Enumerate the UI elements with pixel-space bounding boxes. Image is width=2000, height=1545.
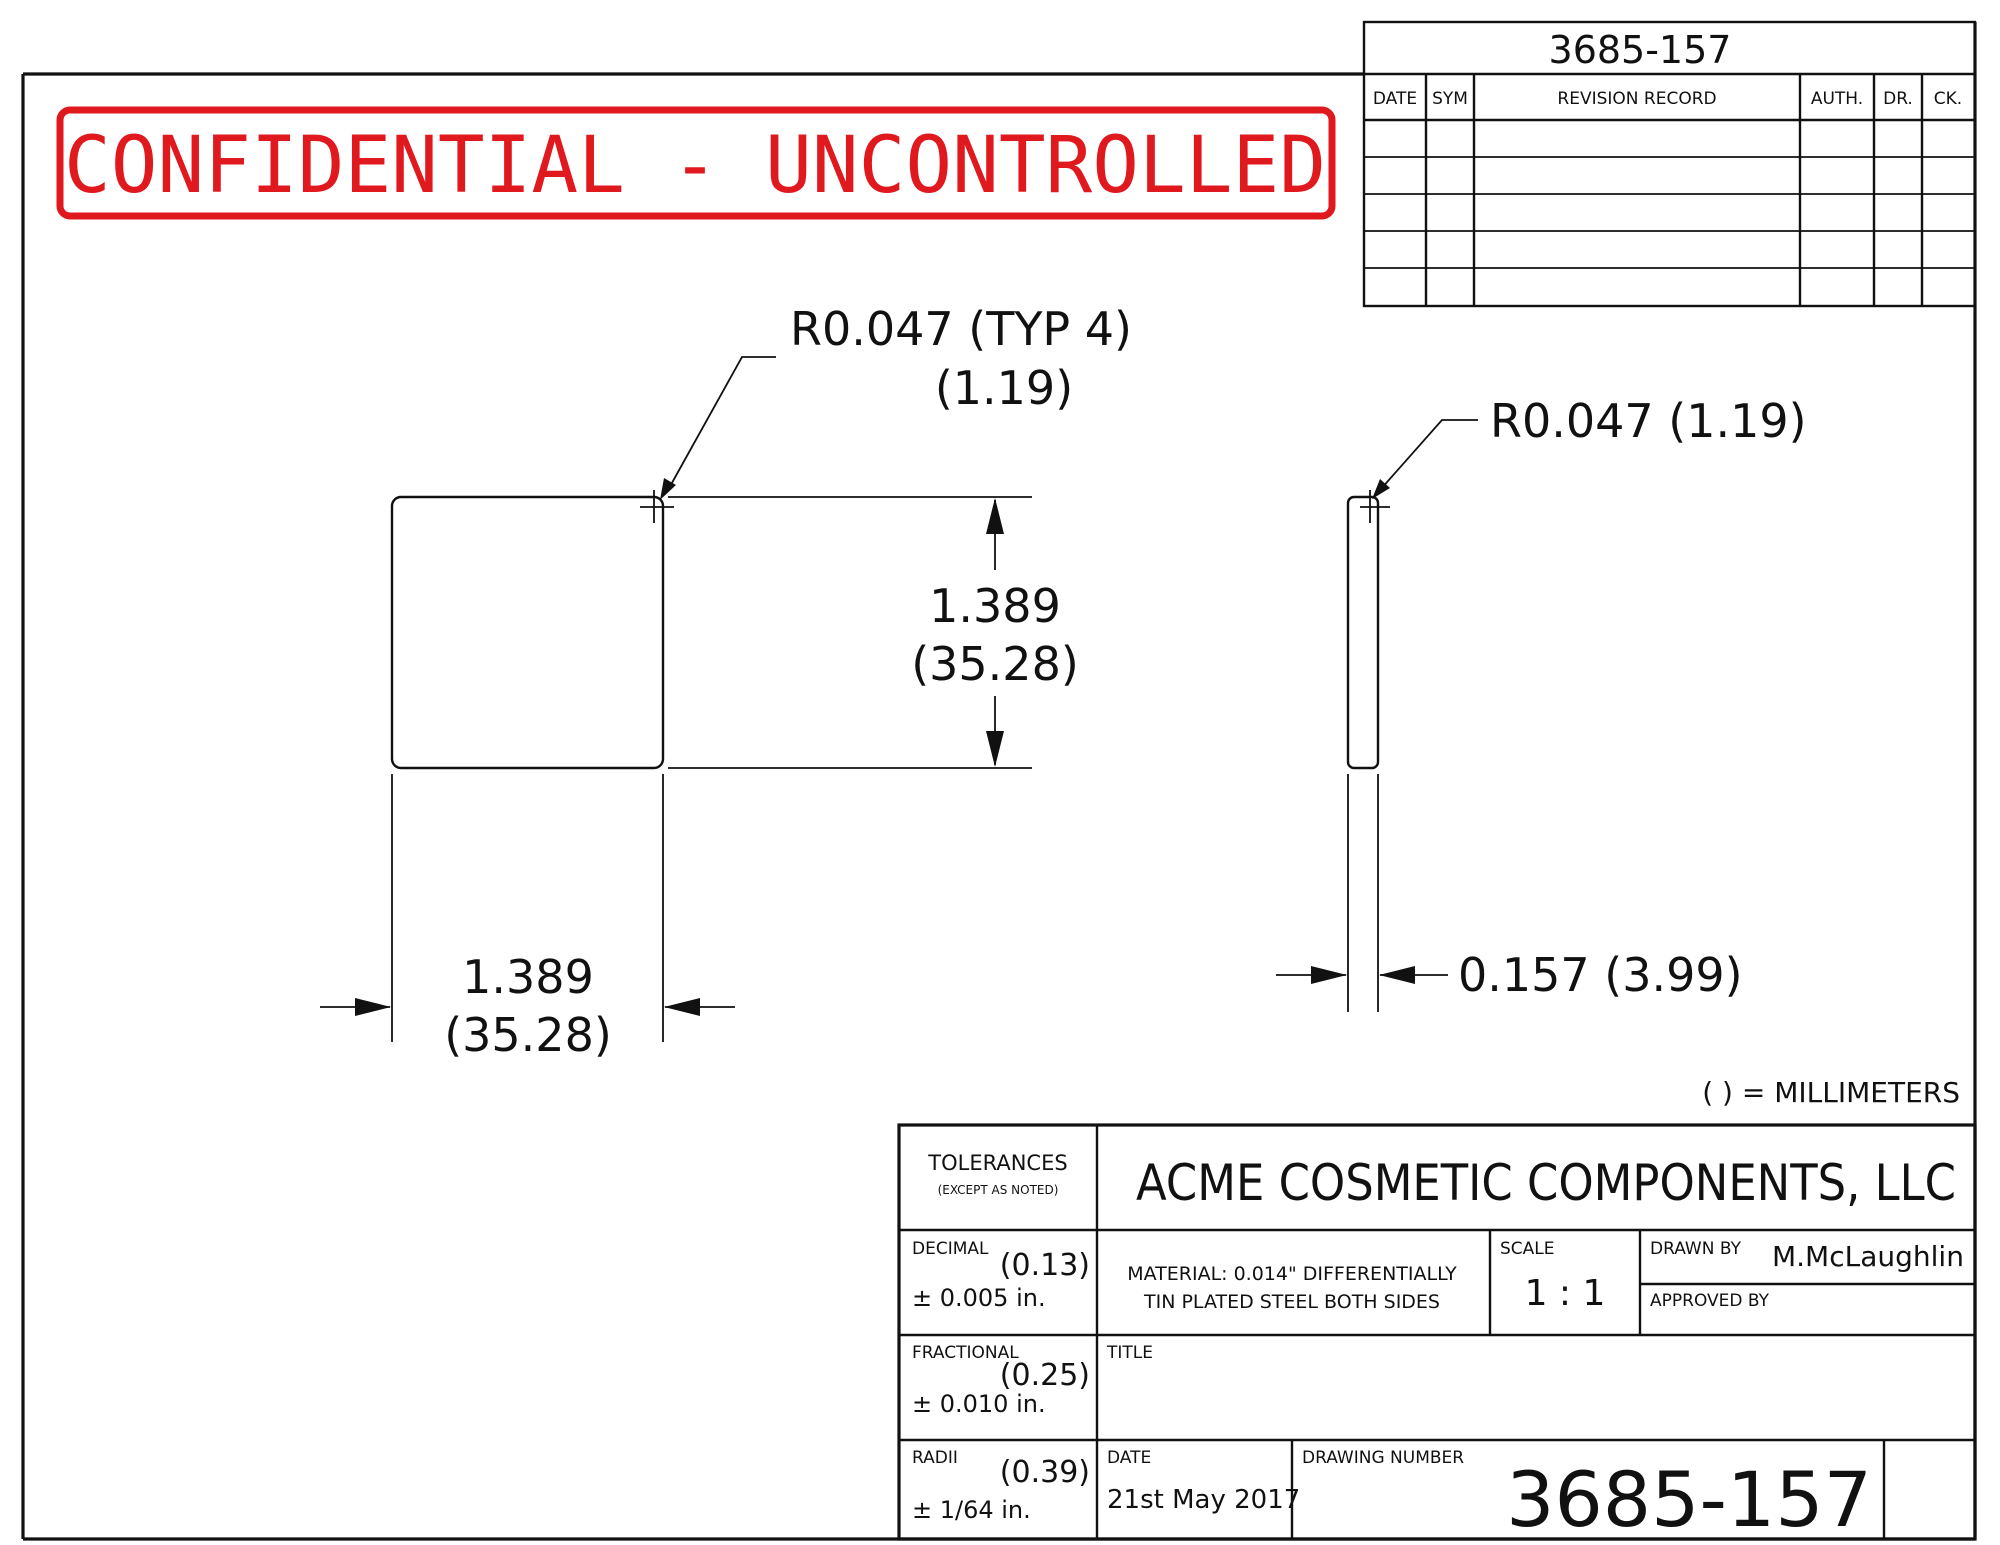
revision-drawing-number: 3685-157	[1549, 28, 1732, 72]
fractional-mm: (0.25)	[1000, 1358, 1090, 1393]
units-note: ( ) = MILLIMETERS	[1702, 1076, 1960, 1109]
company-name: ACME COSMETIC COMPONENTS, LLC	[1136, 1154, 1956, 1212]
date-label: DATE	[1107, 1448, 1151, 1468]
radii-in: ± 1/64 in.	[912, 1496, 1031, 1524]
scale-value: 1 : 1	[1525, 1273, 1606, 1314]
decimal-in: ± 0.005 in.	[912, 1284, 1046, 1312]
side-radius-label: R0.047 (1.19)	[1490, 394, 1807, 448]
approved-by-label: APPROVED BY	[1650, 1291, 1770, 1311]
confidential-text: CONFIDENTIAL - UNCONTROLLED	[64, 121, 1326, 211]
front-view-outline	[390, 495, 665, 770]
material-line2: TIN PLATED STEEL BOTH SIDES	[1143, 1291, 1440, 1313]
side-view	[1346, 490, 1390, 770]
radii-label: RADII	[912, 1448, 958, 1468]
decimal-mm: (0.13)	[1000, 1248, 1090, 1283]
thickness-value: 0.157 (3.99)	[1458, 948, 1743, 1002]
drawn-by-label: DRAWN BY	[1650, 1239, 1742, 1259]
rev-col-dr: DR.	[1883, 89, 1913, 109]
fractional-label: FRACTIONAL	[912, 1343, 1019, 1363]
rev-col-ck: CK.	[1934, 89, 1962, 109]
thickness-dimension: 0.157 (3.99)	[1276, 774, 1743, 1012]
tolerances-label: TOLERANCES	[927, 1151, 1067, 1175]
scale-label: SCALE	[1500, 1239, 1555, 1259]
drawing-number-value: 3685-157	[1506, 1455, 1872, 1544]
width-value-mm: (35.28)	[444, 1008, 612, 1062]
width-value-in: 1.389	[462, 950, 594, 1004]
rev-col-sym: SYM	[1432, 89, 1468, 109]
confidential-banner: CONFIDENTIAL - UNCONTROLLED	[56, 106, 1336, 220]
rev-col-record: REVISION RECORD	[1557, 89, 1716, 109]
title-label: TITLE	[1106, 1343, 1153, 1363]
width-dimension: 1.389 (35.28)	[320, 774, 735, 1062]
revision-block: 3685-157 DATE SYM REVISION RECORD AUTH. …	[1362, 20, 1977, 308]
rev-col-auth: AUTH.	[1811, 89, 1863, 109]
front-view	[390, 490, 674, 770]
side-view-outline	[1346, 495, 1380, 770]
tolerances-sub: (EXCEPT AS NOTED)	[938, 1183, 1059, 1197]
height-value-in: 1.389	[929, 579, 1061, 633]
drawn-by-value: M.McLaughlin	[1772, 1240, 1964, 1273]
height-value-mm: (35.28)	[911, 637, 1079, 691]
drawing-number-label: DRAWING NUMBER	[1302, 1448, 1464, 1468]
material-line1: MATERIAL: 0.014" DIFFERENTIALLY	[1127, 1263, 1457, 1285]
height-dimension: 1.389 (35.28)	[668, 496, 1079, 769]
radii-mm: (0.39)	[1000, 1455, 1090, 1490]
date-value: 21st May 2017	[1107, 1485, 1300, 1515]
rev-col-date: DATE	[1373, 89, 1417, 109]
front-radius-label: R0.047 (TYP 4)	[790, 302, 1132, 356]
side-radius-leader: R0.047 (1.19)	[1372, 394, 1807, 499]
front-radius-leader: R0.047 (TYP 4) (1.19)	[660, 302, 1132, 500]
front-radius-label-mm: (1.19)	[935, 361, 1073, 415]
fractional-in: ± 0.010 in.	[912, 1390, 1046, 1418]
title-block: TOLERANCES (EXCEPT AS NOTED) ACME COSMET…	[897, 1123, 1977, 1544]
decimal-label: DECIMAL	[912, 1239, 989, 1259]
